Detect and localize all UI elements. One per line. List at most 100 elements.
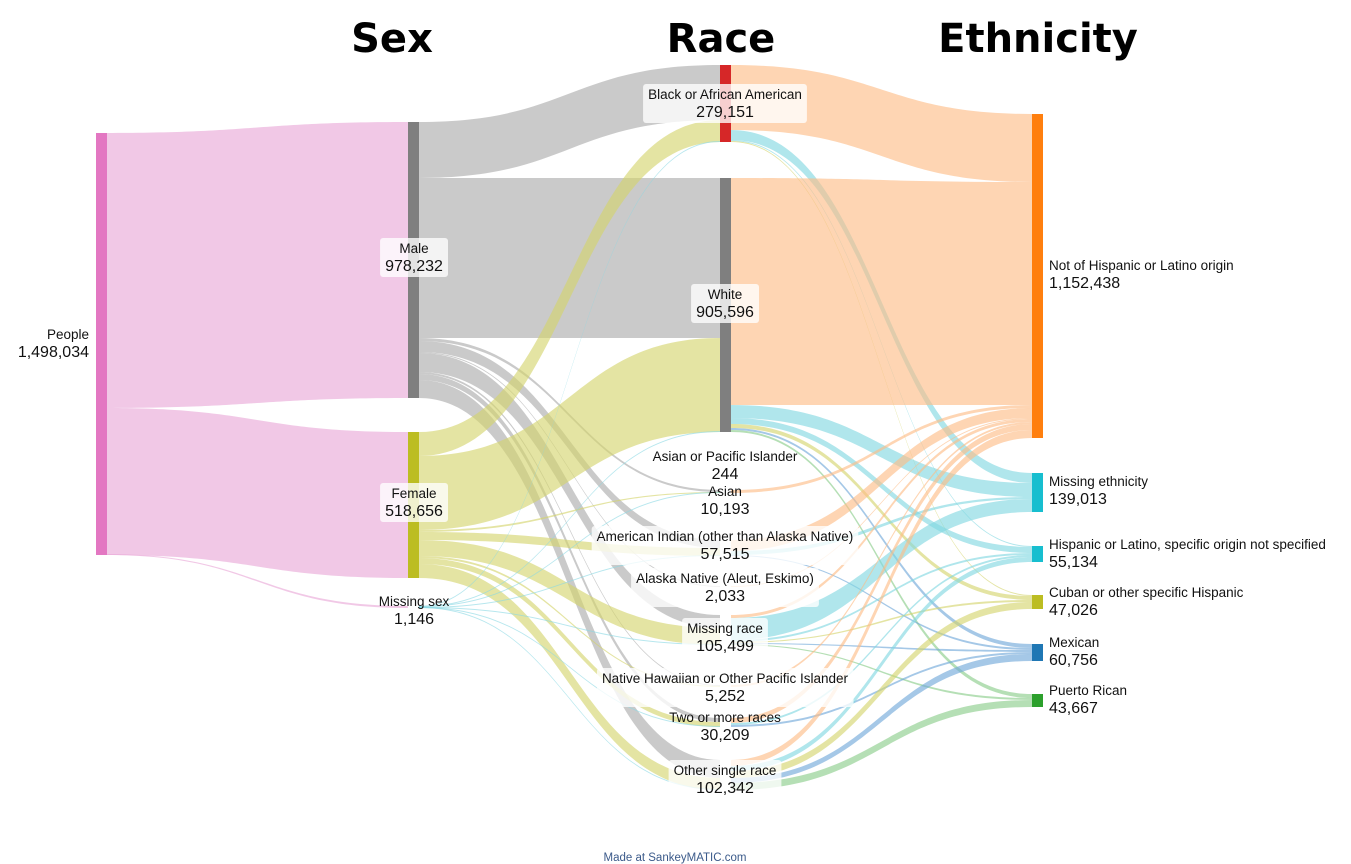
label-alaska: Alaska Native (Aleut, Eskimo)2,033 bbox=[631, 568, 819, 607]
label-cuban: Cuban or other specific Hispanic 47,026 bbox=[1049, 585, 1244, 619]
label-background bbox=[668, 760, 782, 799]
link-white-to-hisp_unspec bbox=[731, 418, 1032, 553]
label-mexican-name: Mexican bbox=[1049, 635, 1099, 650]
label-people-name: People bbox=[47, 327, 89, 342]
label-two-value: 30,209 bbox=[701, 727, 750, 744]
label-not_hisp-value: 1,152,438 bbox=[1049, 275, 1120, 292]
label-alaska-name: Alaska Native (Aleut, Eskimo) bbox=[636, 571, 814, 586]
link-missing_sex-to-asian bbox=[419, 492, 720, 607]
link-missing_sex-to-other bbox=[419, 607, 720, 790]
label-people: People 1,498,034 bbox=[18, 327, 89, 361]
label-background bbox=[691, 284, 760, 323]
link-female-to-two bbox=[419, 558, 720, 727]
label-background bbox=[591, 526, 859, 565]
link-male-to-other bbox=[419, 380, 720, 778]
node-mexican bbox=[1032, 644, 1043, 661]
link-missing_race-to-puerto bbox=[731, 644, 1032, 700]
node-cuban bbox=[1032, 595, 1043, 609]
label-puerto-value: 43,667 bbox=[1049, 700, 1098, 717]
link-female-to-nhopi bbox=[419, 556, 720, 687]
link-missing_sex-to-missing_race bbox=[419, 607, 720, 645]
label-other-name: Other single race bbox=[674, 763, 777, 778]
link-female-to-white bbox=[419, 338, 720, 530]
label-cuban-value: 47,026 bbox=[1049, 602, 1098, 619]
label-asian-value: 10,193 bbox=[701, 501, 750, 518]
label-missing_sex-name: Missing sex bbox=[379, 594, 450, 609]
link-missing_race-to-cuban bbox=[731, 600, 1032, 643]
label-male-value: 978,232 bbox=[385, 258, 443, 275]
label-black: Black or African American 279,151 bbox=[643, 84, 807, 123]
link-amind-to-not_hisp bbox=[731, 408, 1032, 551]
label-amind-value: 57,515 bbox=[701, 546, 750, 563]
label-nhopi-value: 5,252 bbox=[705, 688, 745, 705]
label-nhopi: Native Hawaiian or Other Pacific Islande… bbox=[596, 668, 854, 707]
label-other: Other single race 102,342 bbox=[668, 760, 782, 799]
label-api-value: 244 bbox=[712, 466, 739, 483]
link-female-to-black bbox=[419, 120, 720, 456]
label-hisp_unspec-value: 55,134 bbox=[1049, 554, 1098, 571]
link-people-to-female bbox=[107, 408, 408, 578]
label-puerto-name: Puerto Rican bbox=[1049, 683, 1127, 698]
link-other-to-mexican bbox=[731, 654, 1032, 783]
link-people-to-male bbox=[107, 122, 408, 408]
node-not_hisp bbox=[1032, 114, 1043, 438]
node-puerto bbox=[1032, 694, 1043, 707]
link-female-to-asian bbox=[419, 492, 720, 532]
link-amind-to-mexican bbox=[731, 555, 1032, 650]
label-puerto: Puerto Rican 43,667 bbox=[1049, 683, 1127, 717]
label-white-name: White bbox=[708, 287, 743, 302]
label-female-name: Female bbox=[391, 486, 436, 501]
label-black-name: Black or African American bbox=[648, 87, 802, 102]
node-hisp_unspec bbox=[1032, 546, 1043, 562]
column-heading-race: Race bbox=[667, 16, 776, 62]
label-background bbox=[380, 483, 449, 522]
link-other-to-puerto bbox=[731, 700, 1032, 790]
label-white: White 905,596 bbox=[691, 284, 760, 323]
label-missing_sex-value: 1,146 bbox=[394, 611, 434, 628]
label-black-value: 279,151 bbox=[696, 104, 754, 121]
label-amind-name: American Indian (other than Alaska Nativ… bbox=[597, 529, 854, 544]
label-missing_eth: Missing ethnicity 139,013 bbox=[1049, 474, 1148, 508]
link-people-to-missing_sex bbox=[107, 554, 408, 608]
link-missing_race-to-not_hisp bbox=[731, 419, 1032, 618]
link-alaska-to-not_hisp bbox=[731, 418, 1032, 587]
flow-links bbox=[107, 65, 1032, 790]
link-other-to-hisp_unspec bbox=[731, 557, 1032, 771]
label-two-name: Two or more races bbox=[669, 710, 781, 725]
label-hisp_unspec: Hispanic or Latino, specific origin not … bbox=[1049, 537, 1326, 571]
label-background bbox=[643, 84, 807, 123]
label-cuban-name: Cuban or other specific Hispanic bbox=[1049, 585, 1244, 600]
link-black-to-not_hisp bbox=[731, 65, 1032, 182]
label-two: Two or more races 30,209 bbox=[669, 710, 781, 744]
label-male: Male 978,232 bbox=[380, 238, 449, 277]
label-female-value: 518,656 bbox=[385, 503, 443, 520]
label-people-value: 1,498,034 bbox=[18, 344, 89, 361]
label-white-value: 905,596 bbox=[696, 304, 754, 321]
column-heading-sex: Sex bbox=[351, 16, 433, 62]
link-white-to-missing_eth bbox=[731, 405, 1032, 497]
label-female: Female 518,656 bbox=[380, 483, 449, 522]
link-male-to-missing_race bbox=[419, 353, 720, 628]
node-people bbox=[96, 133, 107, 555]
link-white-to-cuban bbox=[731, 424, 1032, 600]
label-other-value: 102,342 bbox=[696, 780, 754, 797]
link-nhopi-to-not_hisp bbox=[731, 422, 1032, 687]
link-two-to-not_hisp bbox=[731, 424, 1032, 723]
label-amind: American Indian (other than Alaska Nativ… bbox=[591, 526, 859, 565]
label-male-name: Male bbox=[399, 241, 428, 256]
label-hisp_unspec-name: Hispanic or Latino, specific origin not … bbox=[1049, 537, 1326, 552]
link-male-to-white bbox=[419, 178, 720, 338]
link-female-to-other bbox=[419, 564, 720, 790]
link-white-to-not_hisp bbox=[731, 178, 1032, 405]
link-male-to-nhopi bbox=[419, 372, 720, 686]
link-two-to-hisp_unspec bbox=[731, 555, 1032, 725]
label-missing_eth-name: Missing ethnicity bbox=[1049, 474, 1148, 489]
link-asian-to-not_hisp bbox=[731, 405, 1032, 493]
label-not_hisp: Not of Hispanic or Latino origin1,152,43… bbox=[1049, 258, 1234, 292]
label-missing_eth-value: 139,013 bbox=[1049, 491, 1107, 508]
link-female-to-missing_race bbox=[419, 540, 720, 645]
